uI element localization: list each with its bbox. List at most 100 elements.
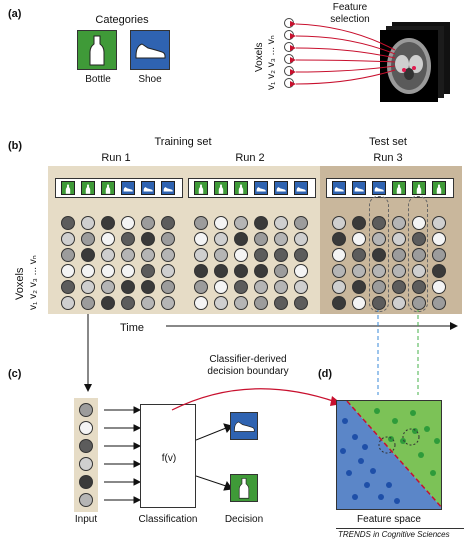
voxel-circle — [294, 232, 308, 246]
shoe-stimulus-icon — [141, 181, 155, 195]
voxel-circle — [121, 216, 135, 230]
voxel-circle — [352, 264, 366, 278]
voxel-circle — [352, 280, 366, 294]
voxel-circle — [372, 216, 386, 230]
voxel-circle — [141, 280, 155, 294]
voxel-circle — [161, 280, 175, 294]
voxel-circle — [274, 248, 288, 262]
categories-title: Categories — [95, 14, 149, 26]
voxel-circle — [412, 296, 426, 310]
voxel-circle — [392, 264, 406, 278]
voxel-circle — [352, 232, 366, 246]
voxel-circle — [254, 216, 268, 230]
voxel-circle — [61, 248, 75, 262]
boundary-arrow — [171, 388, 342, 411]
voxel-circle — [81, 232, 95, 246]
shoe-icon — [234, 421, 255, 432]
shoe-stimulus-icon — [352, 181, 366, 195]
voxel-circle — [194, 232, 208, 246]
feature-selection-label: Feature selection — [330, 2, 370, 25]
test-set-label: Test set — [369, 136, 407, 148]
voxel-circle — [274, 264, 288, 278]
voxel-circle — [194, 248, 208, 262]
feature-space — [336, 400, 442, 510]
voxel-circle — [332, 216, 346, 230]
voxel-indices-b: v₁ v₂ v₃ ... vₙ — [28, 255, 39, 310]
selected-voxel-column-1 — [369, 196, 389, 312]
shoe-stimulus-icon — [254, 181, 268, 195]
voxel-circle — [101, 264, 115, 278]
footer-credit: TRENDS in Cognitive Sciences — [338, 530, 450, 539]
time-arrow — [166, 322, 458, 330]
voxel-circle — [352, 296, 366, 310]
voxel-circle — [372, 248, 386, 262]
voxel-circle — [274, 232, 288, 246]
voxel-circle — [412, 216, 426, 230]
classifier-function: f(v) — [161, 453, 177, 464]
brain-scan-image — [380, 30, 438, 102]
bottle-stimulus-icon — [412, 181, 426, 195]
voxel-circle — [294, 248, 308, 262]
voxel-circle — [101, 296, 115, 310]
shoe-stimulus-icon — [372, 181, 386, 195]
voxel-circle — [214, 216, 228, 230]
voxel-circle — [392, 232, 406, 246]
input-arrows — [104, 406, 142, 504]
down-arrow-to-input — [84, 314, 92, 392]
voxel-circle — [61, 264, 75, 278]
voxel-circle — [254, 232, 268, 246]
bottle-label: Bottle — [85, 74, 111, 85]
voxel-circle — [61, 216, 75, 230]
decision-label: Decision — [224, 514, 264, 525]
voxel-circle — [234, 264, 248, 278]
feature-space-plot — [337, 401, 441, 509]
voxel-circle — [61, 232, 75, 246]
voxel-circle — [61, 280, 75, 294]
shoe-stimulus-icon — [121, 181, 135, 195]
panel-label-a: (a) — [8, 8, 22, 20]
bottle-stimulus-icon — [234, 181, 248, 195]
voxel-circle — [432, 296, 446, 310]
voxel-circle — [141, 296, 155, 310]
voxel-circle — [254, 264, 268, 278]
bottle-stimulus-icon — [214, 181, 228, 195]
voxel-circle — [121, 264, 135, 278]
run-label-1: Run 1 — [101, 152, 131, 164]
input-voxel-circle — [79, 403, 93, 417]
panel-label-c: (c) — [8, 368, 22, 380]
decision-arrows — [196, 423, 233, 491]
voxel-circle — [81, 248, 95, 262]
input-voxel-circle — [79, 421, 93, 435]
voxel-circle — [432, 232, 446, 246]
bottle-stimulus-icon — [81, 181, 95, 195]
voxel-circle — [332, 296, 346, 310]
voxel-circle — [432, 248, 446, 262]
voxel-circle — [81, 216, 95, 230]
voxel-circle — [161, 264, 175, 278]
voxel-circle — [392, 296, 406, 310]
voxel-circle — [194, 280, 208, 294]
voxel-circle — [214, 264, 228, 278]
voxel-circle — [234, 248, 248, 262]
voxel-circle — [294, 216, 308, 230]
classification-label: Classification — [138, 514, 198, 525]
voxel-circle — [101, 248, 115, 262]
projection-lines — [377, 308, 419, 395]
voxel-circle — [234, 232, 248, 246]
voxel-circle — [121, 232, 135, 246]
input-voxel-circle — [79, 457, 93, 471]
voxel-circle — [194, 296, 208, 310]
voxel-circle — [274, 280, 288, 294]
bottle-category — [77, 30, 117, 70]
voxel-circle — [194, 216, 208, 230]
voxel-circle — [372, 264, 386, 278]
input-voxel-circle — [79, 493, 93, 507]
voxels-label-b: Voxels — [14, 267, 26, 300]
boundary-label: Classifier-derived decision boundary — [207, 354, 289, 377]
voxel-circle — [432, 280, 446, 294]
voxel-circle — [121, 248, 135, 262]
voxel-circle — [274, 296, 288, 310]
voxel-circle — [214, 232, 228, 246]
voxel-circle — [294, 264, 308, 278]
voxel-circle — [392, 280, 406, 294]
